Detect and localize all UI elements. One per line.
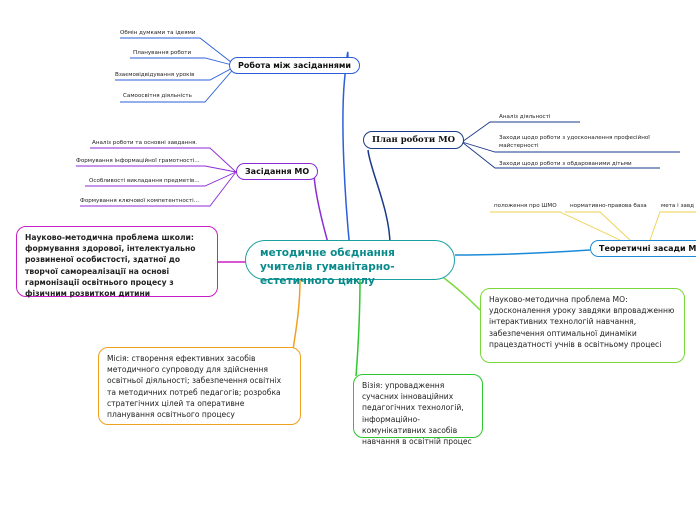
- leaf-info-literacy[interactable]: Формування інформаційної грамотності...: [76, 158, 200, 164]
- leaf-gifted-children[interactable]: Заходи щодо роботи з обдарованими дітьми: [499, 161, 632, 167]
- vision-box[interactable]: Візія: упровадження сучасних інноваційни…: [353, 374, 483, 446]
- leaf-self-education[interactable]: Самоосвітня діяльність: [123, 93, 192, 99]
- mission-box[interactable]: Місія: створення ефективних засобів мето…: [98, 347, 301, 425]
- branch-meetings[interactable]: Засідання МО: [236, 163, 319, 180]
- leaf-exchange-ideas[interactable]: Обмін думками та ідеями: [120, 30, 196, 36]
- branch-between-meetings[interactable]: Робота між засіданнями: [229, 57, 361, 74]
- leaf-legal-base[interactable]: нормативно-правова база: [570, 203, 647, 209]
- branch-theory[interactable]: Теоретичні засади МО: [590, 240, 696, 257]
- leaf-mutual-visits[interactable]: Взаємовідвідування уроків: [115, 72, 195, 78]
- school-problem-box[interactable]: Науково-методична проблема школи: формув…: [16, 226, 218, 298]
- leaf-activity-analysis[interactable]: Аналіз діяльності: [499, 114, 551, 120]
- leaf-regulation[interactable]: положення про ШМО: [494, 203, 557, 209]
- mo-problem-box[interactable]: Науково-методична проблема МО: удосконал…: [480, 288, 685, 363]
- leaf-teaching-features[interactable]: Особливості викладання предметів...: [89, 178, 200, 184]
- leaf-professional-skills[interactable]: Заходи щодо роботи з удосконалення профе…: [499, 135, 650, 149]
- central-topic[interactable]: методичне обєднання учителів гуманітарно…: [245, 240, 455, 287]
- leaf-goals[interactable]: мета і завд: [661, 203, 695, 209]
- leaf-analysis-tasks[interactable]: Аналіз роботи та основні завдання.: [92, 140, 198, 146]
- branch-work-plan[interactable]: План роботи МО: [363, 131, 465, 149]
- leaf-planning[interactable]: Планування роботи: [133, 50, 192, 56]
- leaf-key-competence[interactable]: Формування ключової компетентності...: [80, 198, 199, 204]
